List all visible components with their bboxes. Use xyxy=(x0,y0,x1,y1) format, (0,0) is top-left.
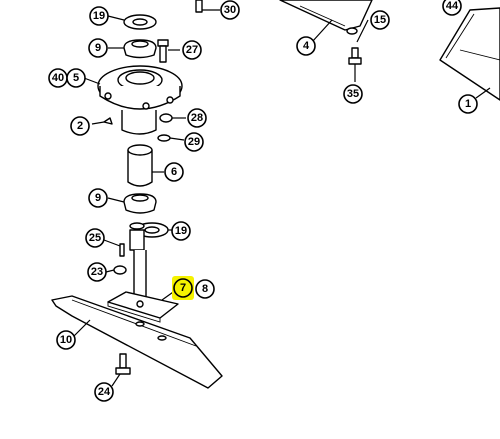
callout-2: 2 xyxy=(70,116,90,136)
svg-text:9: 9 xyxy=(95,192,101,204)
spindle-shaft xyxy=(129,222,147,305)
svg-text:5: 5 xyxy=(73,72,79,84)
callout-24: 24 xyxy=(94,382,114,402)
callout-27: 27 xyxy=(182,40,202,60)
housing-1 xyxy=(475,87,491,99)
svg-text:44: 44 xyxy=(446,0,459,12)
callout-44: 44 xyxy=(442,0,462,16)
svg-text:19: 19 xyxy=(93,10,105,22)
bolt-27 xyxy=(157,39,180,63)
callout-6: 6 xyxy=(164,162,184,182)
callout-30: 30 xyxy=(220,0,240,20)
svg-text:7: 7 xyxy=(180,282,186,294)
callout-10: 10 xyxy=(56,330,76,350)
svg-text:40: 40 xyxy=(52,72,64,84)
bearing-top xyxy=(108,39,157,59)
callout-25: 25 xyxy=(85,228,105,248)
svg-text:19: 19 xyxy=(175,225,187,237)
callout-1: 1 xyxy=(458,94,478,114)
mower-blade xyxy=(51,295,223,389)
deck-housing-fragment xyxy=(439,7,500,101)
callout-7-highlighted: 7 xyxy=(172,276,194,300)
svg-text:4: 4 xyxy=(303,40,310,52)
callout-29: 29 xyxy=(184,132,204,152)
bolt-24 xyxy=(111,353,131,387)
svg-text:24: 24 xyxy=(98,386,111,398)
svg-text:10: 10 xyxy=(60,334,72,346)
washer-top xyxy=(107,14,157,30)
deck-plate-fragment xyxy=(279,0,373,43)
spacer-tube xyxy=(127,144,164,187)
svg-text:27: 27 xyxy=(186,44,198,56)
svg-text:28: 28 xyxy=(191,112,203,124)
svg-text:6: 6 xyxy=(171,166,177,178)
svg-text:23: 23 xyxy=(91,266,103,278)
callout-28: 28 xyxy=(187,108,207,128)
callout-23: 23 xyxy=(87,262,107,282)
svg-text:9: 9 xyxy=(95,42,101,54)
svg-text:29: 29 xyxy=(188,136,200,148)
callout-19-lower: 19 xyxy=(171,221,191,241)
svg-text:8: 8 xyxy=(202,283,208,295)
nut-23 xyxy=(105,265,127,275)
washer-29 xyxy=(157,134,185,142)
bolt-top xyxy=(195,0,220,13)
svg-text:35: 35 xyxy=(347,88,359,100)
callout-8: 8 xyxy=(195,279,215,299)
callout-9-lower: 9 xyxy=(88,188,108,208)
callout-40: 40 xyxy=(48,68,68,88)
key-2 xyxy=(91,117,113,125)
svg-text:1: 1 xyxy=(465,98,471,110)
bracket-4 xyxy=(311,19,333,43)
callout-4: 4 xyxy=(296,36,316,56)
svg-text:15: 15 xyxy=(374,14,386,26)
pin-25 xyxy=(103,239,125,257)
bearing-lower xyxy=(107,193,157,214)
callout-5: 5 xyxy=(66,68,86,88)
spindle-housing xyxy=(83,65,183,135)
svg-text:25: 25 xyxy=(89,232,101,244)
callout-35: 35 xyxy=(343,84,363,104)
bolt-35 xyxy=(348,47,362,82)
callout-19-top: 19 xyxy=(89,6,109,26)
callout-9-top: 9 xyxy=(88,38,108,58)
callout-15: 15 xyxy=(370,10,390,30)
nut-28 xyxy=(159,113,186,123)
svg-text:2: 2 xyxy=(77,120,83,132)
svg-text:30: 30 xyxy=(224,4,236,16)
